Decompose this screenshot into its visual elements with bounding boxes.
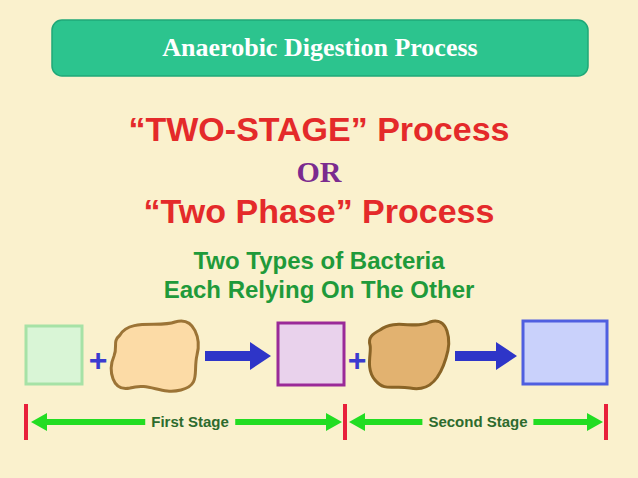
intermediate-square [278, 323, 344, 385]
plus-sign: + [348, 342, 367, 379]
stage-label: First Stage [145, 413, 235, 430]
plus-sign: + [89, 342, 108, 379]
subheading-line: Each Relying On The Other [164, 276, 475, 304]
subheading-line: Two Types of Bacteria [193, 247, 444, 275]
stage-bar [343, 404, 347, 440]
title-text: Anaerobic Digestion Process [162, 33, 477, 63]
heading-line: OR [297, 155, 342, 190]
process-arrow [455, 342, 517, 370]
stage-bar [604, 404, 608, 440]
stage-label: Second Stage [422, 413, 533, 430]
process-arrow [205, 342, 271, 370]
heading-line: “Two Phase” Process [144, 192, 495, 231]
bacterium-blob [369, 321, 448, 389]
stage-arrow [349, 413, 603, 431]
heading-line: “TWO-STAGE” Process [129, 110, 510, 149]
substrate-square [26, 326, 82, 384]
product-square [523, 321, 607, 384]
stage-bar [24, 404, 28, 440]
bacterium-blob [111, 321, 198, 391]
title-banner [52, 20, 588, 76]
stage-arrow [31, 413, 342, 431]
